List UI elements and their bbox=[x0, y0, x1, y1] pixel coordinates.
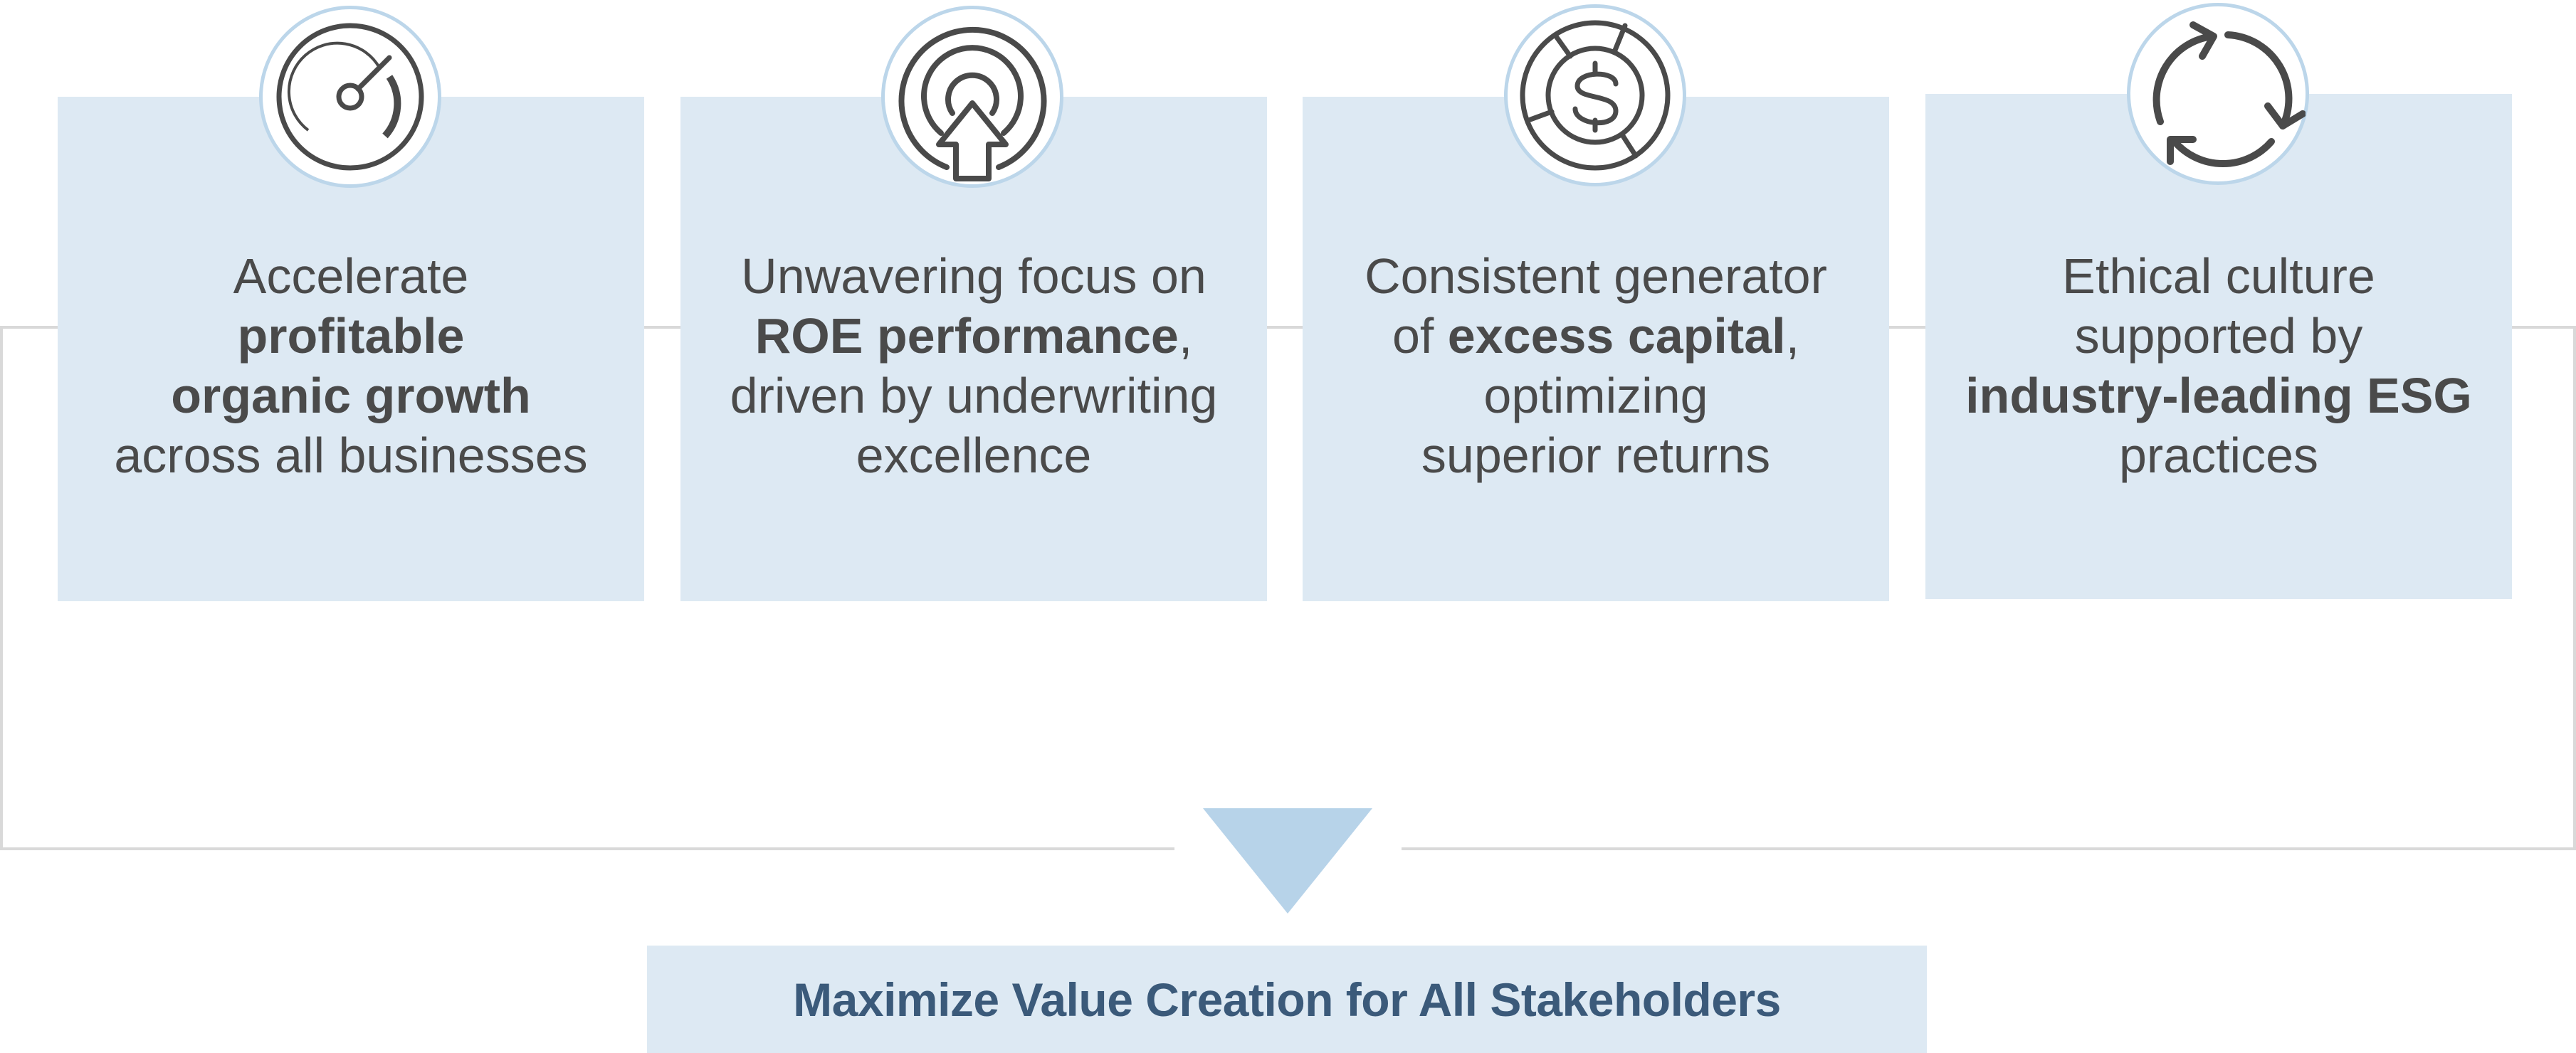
pillar-emphasis-text: industry-leading ESG bbox=[1965, 368, 2472, 423]
pillar-body-text: practices bbox=[2118, 428, 2319, 483]
pillar-line: optimizing bbox=[1303, 366, 1889, 425]
connector-left-line bbox=[0, 326, 3, 850]
pillar-body-text: Unwavering focus on bbox=[741, 248, 1206, 304]
pillar-body-text: Accelerate bbox=[233, 248, 469, 304]
outcome-box: Maximize Value Creation for All Stakehol… bbox=[647, 946, 1927, 1053]
pillar-text: Accelerate profitable organic growth acr… bbox=[58, 246, 644, 485]
cycle-arrows-icon bbox=[2152, 21, 2306, 168]
pillar-line: profitable bbox=[58, 306, 644, 366]
pillar-body-text: of bbox=[1392, 308, 1448, 364]
pillar-body-text: optimizing bbox=[1483, 368, 1708, 423]
pillar-text: Unwavering focus on ROE performance, dri… bbox=[680, 246, 1267, 485]
pillar-line: excellence bbox=[680, 425, 1267, 485]
pillar-body-text: superior returns bbox=[1421, 428, 1771, 483]
pillar-line: of excess capital, bbox=[1303, 306, 1889, 366]
speedometer-icon bbox=[276, 23, 424, 171]
pillar-line: superior returns bbox=[1303, 425, 1889, 485]
outcome-label: Maximize Value Creation for All Stakehol… bbox=[793, 973, 1781, 1026]
pillar-line: driven by underwriting bbox=[680, 366, 1267, 425]
pillar-emphasis-text: excess capital bbox=[1447, 308, 1786, 364]
pillar-line: ROE performance, bbox=[680, 306, 1267, 366]
down-arrow-icon bbox=[1203, 808, 1372, 914]
pillar-body-text: , bbox=[1785, 308, 1800, 364]
pillar-body-text: Ethical culture bbox=[2062, 248, 2375, 304]
dollar-coin-chart-icon bbox=[1520, 20, 1671, 171]
pillar-line: organic growth bbox=[58, 366, 644, 425]
pillar-body-text: driven by underwriting bbox=[730, 368, 1218, 423]
pillar-body-text: supported by bbox=[2074, 308, 2363, 364]
pillar-card-growth: Accelerate profitable organic growth acr… bbox=[58, 97, 644, 601]
pillar-emphasis-text: organic growth bbox=[171, 368, 531, 423]
connector-right-line bbox=[2573, 326, 2576, 850]
icon-badge-esg bbox=[2127, 3, 2309, 185]
target-arrow-up-icon bbox=[898, 26, 1047, 181]
icon-badge-capital bbox=[1504, 4, 1686, 186]
pillar-line: across all businesses bbox=[58, 425, 644, 485]
pillar-emphasis-text: profitable bbox=[237, 308, 465, 364]
pillar-line: Consistent generator bbox=[1303, 246, 1889, 306]
pillar-body-text: across all businesses bbox=[114, 428, 588, 483]
pillar-line: supported by bbox=[1925, 306, 2512, 366]
pillar-line: industry-leading ESG bbox=[1925, 366, 2512, 425]
pillar-emphasis-text: ROE performance bbox=[755, 308, 1179, 364]
icon-badge-growth bbox=[259, 6, 441, 188]
pillar-line: Ethical culture bbox=[1925, 246, 2512, 306]
pillar-line: Accelerate bbox=[58, 246, 644, 306]
pillar-body-text: Consistent generator bbox=[1365, 248, 1827, 304]
pillar-line: Unwavering focus on bbox=[680, 246, 1267, 306]
pillar-line: practices bbox=[1925, 425, 2512, 485]
pillar-text: Ethical culture supported by industry-le… bbox=[1925, 246, 2512, 485]
pillar-text: Consistent generator of excess capital, … bbox=[1303, 246, 1889, 485]
icon-badge-roe bbox=[881, 6, 1063, 188]
connector-top-line bbox=[0, 326, 2576, 329]
connector-bottom-line-right bbox=[1402, 847, 2576, 850]
pillar-body-text: excellence bbox=[856, 428, 1092, 483]
connector-bottom-line-left bbox=[0, 847, 1174, 850]
pillar-body-text: , bbox=[1178, 308, 1193, 364]
